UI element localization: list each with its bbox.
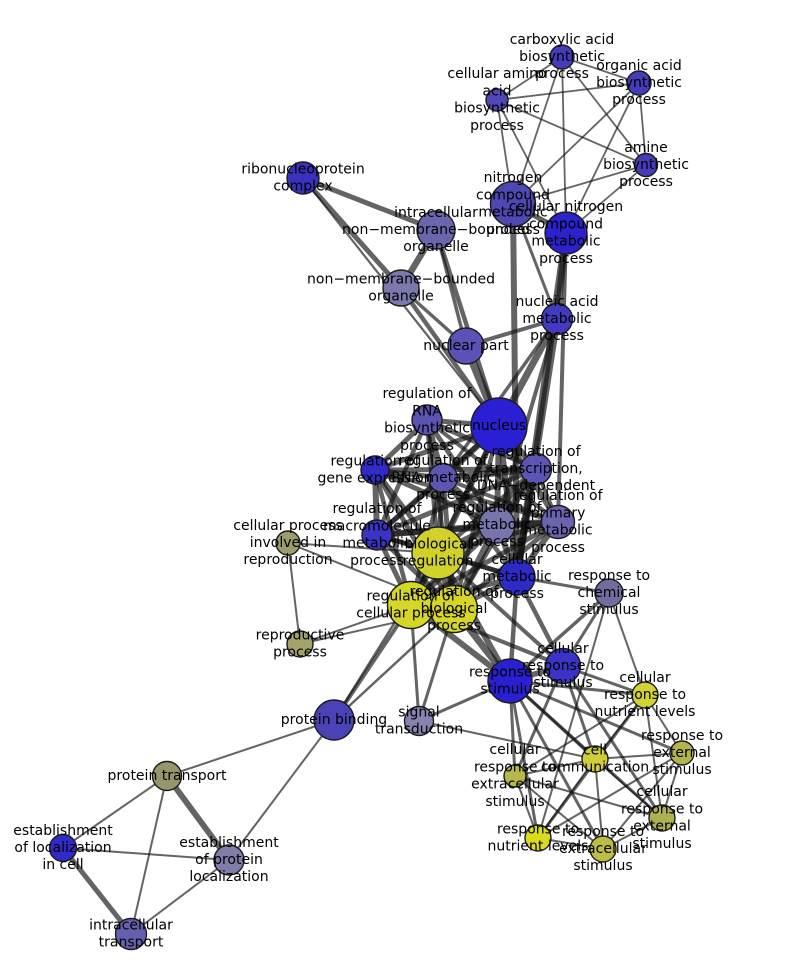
edge-oa-aa[interactable] (496, 82, 640, 101)
edge-cc-st[interactable] (418, 720, 596, 760)
node-label-line: process (470, 118, 524, 134)
labels-layer: carboxylic acidbiosyntheticprocessorgani… (13, 32, 723, 951)
node-pb[interactable] (313, 699, 355, 741)
node-am[interactable] (633, 152, 659, 178)
node-nmbo[interactable] (382, 269, 420, 307)
edge-pb-rbp[interactable] (333, 608, 455, 721)
edge-crnl-crext[interactable] (644, 694, 663, 819)
edge-rs-rexs[interactable] (508, 680, 605, 850)
edge-rnp-inmbo[interactable] (302, 175, 437, 233)
node-rm[interactable] (478, 506, 516, 544)
edge-rpm-rcp[interactable] (409, 519, 560, 608)
edge-oa-am[interactable] (638, 82, 647, 166)
edge-elc-epl[interactable] (62, 847, 230, 861)
edge-oa-cnc[interactable] (565, 82, 640, 234)
node-res[interactable] (669, 740, 695, 766)
node-rnp[interactable] (286, 161, 320, 195)
node-rge[interactable] (360, 455, 390, 485)
edge-rnp-nmbo[interactable] (301, 176, 403, 290)
edge-elc-it[interactable] (61, 846, 133, 936)
edge-crs-br[interactable] (436, 551, 565, 668)
edge-cc-rexs[interactable] (594, 758, 604, 850)
node-elc[interactable] (48, 833, 78, 863)
edge-ca-aa[interactable] (496, 56, 563, 101)
edge-cc-crext[interactable] (594, 758, 663, 819)
edge-crs-crext[interactable] (561, 665, 664, 819)
edge-pt-elc[interactable] (62, 775, 168, 849)
node-crnl[interactable] (631, 681, 659, 709)
node-inmbo[interactable] (416, 210, 456, 250)
node-cnc[interactable] (544, 211, 588, 255)
edge-ca-oa[interactable] (561, 56, 640, 84)
node-rmm[interactable] (361, 519, 393, 551)
edge-rcs-crnl[interactable] (608, 592, 646, 696)
edge-pt-pb[interactable] (166, 719, 335, 777)
edge-res-rnl[interactable] (537, 752, 683, 839)
node-it[interactable] (114, 917, 148, 951)
node-cc[interactable] (581, 745, 609, 773)
node-rrm[interactable] (427, 462, 459, 494)
edge-rrb-rm[interactable] (424, 418, 500, 527)
edge-nu-rbp[interactable] (451, 425, 502, 610)
edge-crs-cres[interactable] (513, 665, 565, 777)
node-st[interactable] (403, 705, 435, 737)
node-cmp[interactable] (498, 558, 536, 596)
node-cpr[interactable] (275, 530, 301, 556)
node-epl[interactable] (213, 844, 245, 876)
edge-pt-epl[interactable] (164, 774, 232, 862)
edge-ca-cnc[interactable] (561, 56, 567, 234)
node-crs[interactable] (544, 647, 582, 685)
node-aa[interactable] (485, 88, 509, 112)
nodes-layer (48, 44, 695, 951)
node-nc[interactable] (489, 180, 537, 228)
node-label-line: regulation of (382, 386, 472, 402)
node-rcp[interactable] (386, 580, 436, 630)
node-nu[interactable] (470, 397, 528, 455)
edge-epl-pb[interactable] (228, 719, 335, 861)
edge-cpr-rp[interactable] (287, 542, 301, 645)
node-label-line: cellular amino (447, 66, 546, 82)
node-oa[interactable] (626, 70, 652, 96)
edge-aa-cnc[interactable] (496, 99, 567, 234)
node-rexs[interactable] (589, 835, 617, 863)
node-cres[interactable] (503, 764, 527, 788)
node-rpm[interactable] (540, 504, 576, 540)
node-rbp[interactable] (429, 584, 479, 634)
edge-epl-it[interactable] (130, 859, 230, 935)
node-nam[interactable] (540, 302, 574, 336)
edge-rrb-rpm[interactable] (425, 418, 560, 524)
edge-crnl-cres[interactable] (514, 694, 646, 777)
node-br[interactable] (411, 526, 465, 580)
node-rtd[interactable] (519, 452, 553, 486)
node-rs[interactable] (487, 658, 533, 704)
node-rcs[interactable] (594, 578, 624, 608)
edge-rrm-rpm[interactable] (442, 476, 559, 524)
node-label-line: stimulus (632, 836, 691, 852)
edge-rrb-rbp[interactable] (425, 419, 456, 610)
edge-aa-am[interactable] (496, 99, 647, 166)
edge-cres-crext[interactable] (514, 775, 663, 819)
node-rp[interactable] (286, 630, 314, 658)
edge-cnc-rpm[interactable] (556, 232, 568, 523)
node-pt[interactable] (151, 760, 183, 792)
node-crext[interactable] (648, 804, 676, 832)
edge-rcs-rnl[interactable] (537, 592, 610, 839)
edges-layer (61, 56, 683, 936)
edge-ca-am[interactable] (561, 56, 647, 166)
edge-ca-nc[interactable] (512, 56, 563, 205)
edge-nc-cmp[interactable] (510, 203, 520, 578)
edge-oa-nc[interactable] (512, 82, 640, 205)
edge-cc-res[interactable] (594, 752, 683, 760)
edge-cres-rexs[interactable] (514, 775, 604, 850)
node-rnl[interactable] (524, 824, 552, 852)
node-ca[interactable] (549, 44, 575, 70)
node-np[interactable] (447, 327, 485, 365)
node-rrb[interactable] (411, 404, 443, 436)
node-label-line: stimulus (485, 794, 544, 810)
edge-res-rexs[interactable] (602, 752, 683, 850)
edge-rs-rnl[interactable] (508, 680, 540, 839)
